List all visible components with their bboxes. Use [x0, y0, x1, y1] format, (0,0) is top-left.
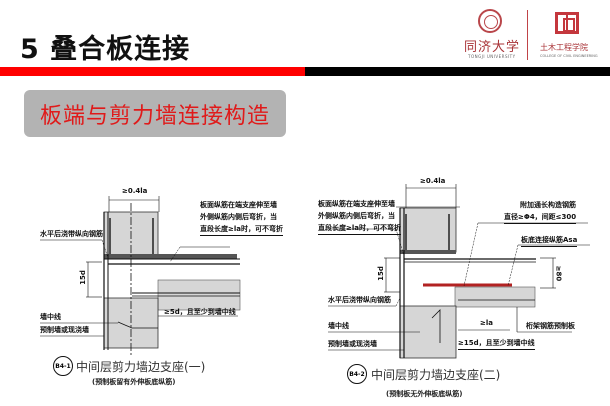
- college-logo-icon: [555, 12, 579, 34]
- section-heading-box: 板端与剪力墙连接构造: [24, 90, 286, 137]
- diagram-left: ≥0.4la 15d 板面纵筋在端支座伸至墙 外侧纵筋内侧后弯折，当 直段长度≥…: [40, 187, 283, 386]
- detail-badge-right: B4-2: [347, 364, 367, 384]
- college-name: 土木工程学院: [540, 43, 588, 52]
- label-truss-slab: 桁架钢筋预制板: [526, 322, 575, 330]
- slide-title: 5 叠合板连接: [20, 34, 191, 65]
- caption-left: 中间层剪力墙边支座(一): [76, 360, 206, 374]
- dim-la-right: ≥la: [480, 319, 493, 327]
- dim-80-right: ≥80: [554, 265, 563, 282]
- dim-top-right: ≥0.4la: [420, 177, 446, 185]
- label-horizontal-rebar-right: 水平后浇带纵向钢筋: [328, 296, 391, 304]
- note-top-right-a-3: 直段长度≥la时，可不弯折: [318, 223, 401, 235]
- university-name: 同济大学: [464, 40, 521, 55]
- title-divider-bar: [0, 67, 610, 76]
- college-name-en: COLLEGE OF CIVIL ENGINEERING: [540, 54, 598, 58]
- tongji-seal-icon: [478, 9, 502, 33]
- note-top-left-2: 外侧纵筋内侧后弯折，当: [200, 213, 277, 221]
- title-bar-red: [0, 67, 305, 76]
- logo-divider: [527, 10, 528, 60]
- label-horizontal-rebar-left: 水平后浇带纵向钢筋: [40, 230, 103, 238]
- label-wall-centerline-right: 墙中线: [328, 322, 349, 330]
- note-top-left-1: 板面纵筋在端支座伸至墙: [200, 201, 277, 209]
- dim-side-right: 15d: [376, 266, 385, 281]
- diagram-left-drawing: [40, 196, 241, 355]
- dim-top-left: ≥0.4la: [122, 187, 148, 195]
- note-bottom-right: ≥15d，且至少到墙中线: [458, 338, 535, 350]
- section-heading: 板端与剪力墙连接构造: [39, 103, 270, 129]
- label-wall-right: 预制墙或现浇墙: [328, 340, 377, 348]
- caption-sub-left: (预制板留有外伸板底纵筋): [92, 378, 176, 386]
- note-top-right-a-2: 外侧纵筋内侧后弯折，当: [318, 212, 395, 220]
- logo-area: 同济大学 TONGJI UNIVERSITY 土木工程学院 COLLEGE OF…: [458, 6, 608, 62]
- note-top-left-3: 直段长度≥la时，可不弯折: [200, 224, 283, 236]
- note-bottom-left: ≥5d，且至少到墙中线: [164, 308, 236, 316]
- title-bar-black: [305, 67, 610, 76]
- label-joint-rebar: 板底连接纵筋Asa: [521, 235, 578, 247]
- detail-badge-left: B4-1: [53, 356, 73, 376]
- note-top-right-a-1: 板面纵筋在端支座伸至墙: [318, 200, 395, 208]
- label-wall-left: 预制墙或现浇墙: [40, 326, 89, 334]
- university-name-en: TONGJI UNIVERSITY: [468, 54, 516, 59]
- note-top-right-b-2: 直径≥Φ4，间距≤300: [504, 212, 577, 224]
- label-wall-centerline-left: 墙中线: [40, 313, 61, 321]
- note-top-right-b-1: 附加通长构造钢筋: [520, 201, 576, 209]
- caption-right: 中间层剪力墙边支座(二): [371, 368, 501, 382]
- caption-sub-right: (预制板无外伸板底纵筋): [386, 390, 463, 398]
